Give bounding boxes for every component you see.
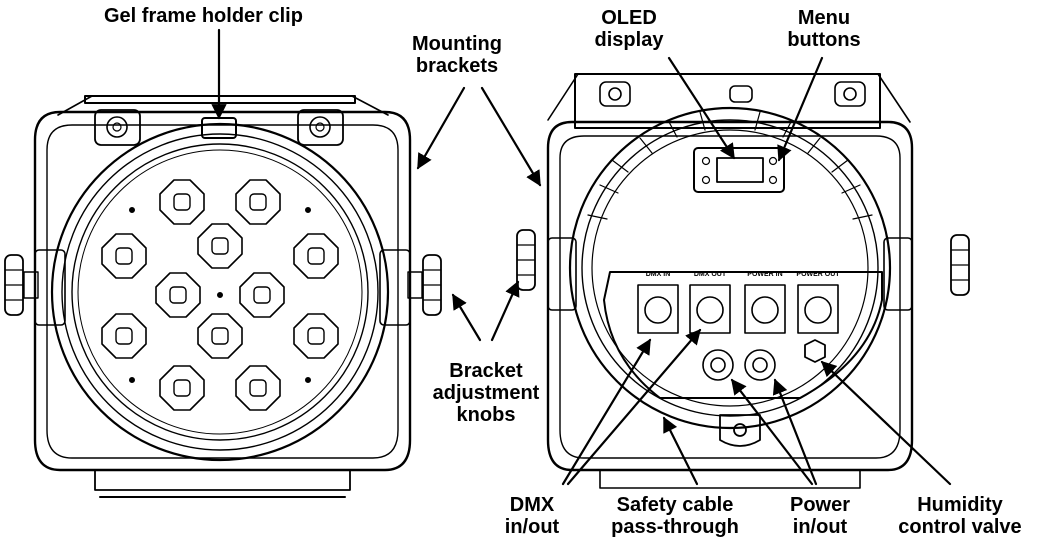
callout-arrows [211,28,952,486]
arrow-safety [662,416,699,486]
label-power: Power in/out [789,494,851,538]
label-humidity-valve: Humidity control valve [898,494,1022,538]
power-connectors [702,349,776,381]
arrow-power-1 [730,378,814,486]
menu-buttons [768,156,778,185]
label-safety-cable: Safety cable pass-through [611,494,739,538]
label-gel-frame-clip: Gel frame holder clip [104,5,303,27]
oled-display [693,147,785,193]
arrow-knob-left [451,293,482,342]
rear-knob-right [950,234,970,296]
rear-housing [546,120,914,472]
rear-top-bracket [574,73,881,129]
arrow-knob-right [490,280,520,342]
label-oled-display: OLED display [594,7,664,51]
arrow-mount-left [416,86,466,170]
arrow-dmx-1 [561,338,652,486]
panel-label-power-in: POWER IN [747,271,782,278]
front-bolt-left [94,109,141,146]
panel-label-dmx-in: DMX IN [646,271,671,278]
arrow-oled [667,56,736,160]
label-mounting-brackets: Mounting brackets [412,33,502,77]
front-knob-right [407,254,442,316]
led-array [101,179,339,411]
humidity-valve [804,339,826,363]
rear-knob-left [516,229,536,291]
arrow-dmx-2 [566,328,702,486]
panel-label-power-out: POWER OUT [796,271,840,278]
front-fixture [4,95,442,498]
label-dmx: DMX in/out [504,494,560,538]
label-bracket-knobs: Bracket adjustment knobs [432,360,540,426]
safety-cable-passthrough [719,414,761,447]
connector-panel [603,271,883,399]
arrow-humidity [820,360,952,486]
arrow-menu [777,56,824,162]
arrow-mount-right [480,86,542,187]
dmx-connectors [637,284,839,334]
front-knob-left [4,254,39,316]
front-housing [33,110,412,472]
panel-label-dmx-out: DMX OUT [694,271,727,278]
arrow-power-2 [772,378,818,486]
front-bolt-right [297,109,344,146]
rear-fixture: DMX IN DMX OUT POWER IN POWER OUT [516,73,970,489]
label-menu-buttons: Menu buttons [787,7,861,51]
